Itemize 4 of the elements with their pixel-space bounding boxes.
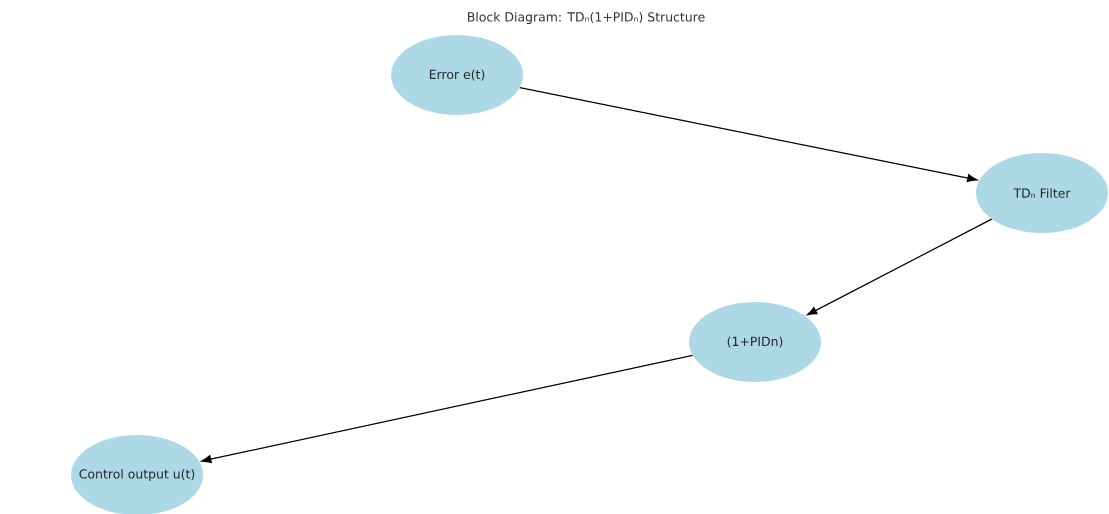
arrow: [519, 87, 978, 183]
arrow: [806, 218, 993, 316]
title: Block Diagram: TDₙ(1+PIDₙ) Structure: [468, 11, 705, 25]
arrow: [201, 354, 694, 464]
